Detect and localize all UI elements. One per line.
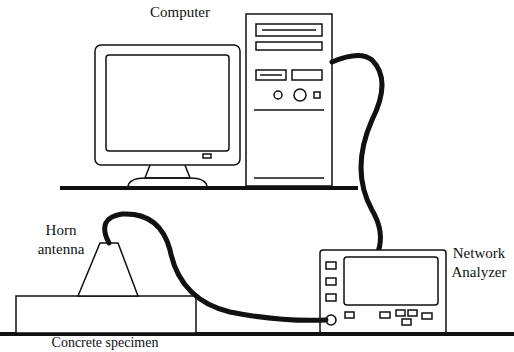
- network-analyzer-drawing: [320, 250, 446, 334]
- concrete-block: [16, 296, 196, 333]
- label-text: Horn antenna: [28, 221, 94, 259]
- label-text: Computer: [130, 3, 230, 22]
- computer-drawing: [95, 14, 332, 186]
- horn-antenna-drawing: [78, 243, 138, 296]
- data-cable: [332, 55, 382, 252]
- rf-cable: [105, 214, 326, 320]
- label-text: Concrete specimen: [20, 336, 190, 351]
- shelf-line: [60, 186, 358, 190]
- label-text: Network Analyzer: [446, 244, 512, 282]
